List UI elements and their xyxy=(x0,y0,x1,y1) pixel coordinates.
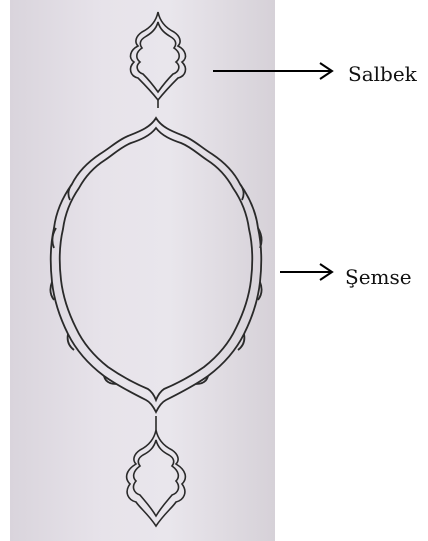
semse-arrow xyxy=(280,264,332,280)
semse-medallion-ornament xyxy=(50,118,261,412)
semse-label: Şemse xyxy=(345,265,412,289)
salbek-bottom-ornament xyxy=(127,416,186,526)
salbek-label: Salbek xyxy=(348,62,417,86)
salbek-top-ornament xyxy=(131,12,186,108)
salbek-arrow xyxy=(213,63,332,79)
